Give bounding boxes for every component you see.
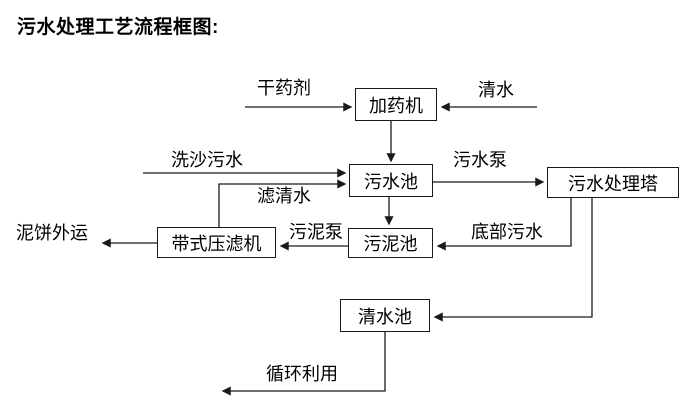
- node-sludge-pool: 污泥池: [348, 228, 433, 258]
- arrow-tower-to-clear-pool: [433, 198, 593, 322]
- node-sewage-treatment-tower: 污水处理塔: [547, 167, 679, 198]
- edge-label-recycle: 循环利用: [266, 364, 338, 384]
- edge-label-filtered-water: 滤清水: [257, 186, 311, 206]
- edge-label-bottom-sewage: 底部污水: [471, 222, 543, 242]
- edge-label-clear-water: 清水: [478, 80, 514, 100]
- edge-label-dry-agent: 干药剂: [257, 78, 311, 98]
- node-belt-filter-press: 带式压滤机: [157, 227, 276, 258]
- edge-label-sewage-pump: 污水泵: [453, 150, 507, 170]
- edge-label-sludge-pump: 污泥泵: [289, 222, 343, 242]
- arrow-filtered-water-to-sewage-pool: [218, 179, 347, 227]
- arrow-recycle-out: [221, 332, 386, 396]
- node-dosing-machine: 加药机: [355, 88, 437, 121]
- diagram-title: 污水处理工艺流程框图:: [17, 17, 219, 38]
- edge-label-mud-cake-out: 泥饼外运: [16, 223, 88, 243]
- edge-label-sand-washing-sewage: 洗沙污水: [171, 150, 243, 170]
- arrow-bottom-sewage-to-sludge-pool: [436, 198, 572, 251]
- node-clear-water-pool: 清水池: [340, 299, 430, 332]
- node-sewage-pool: 污水池: [349, 164, 433, 197]
